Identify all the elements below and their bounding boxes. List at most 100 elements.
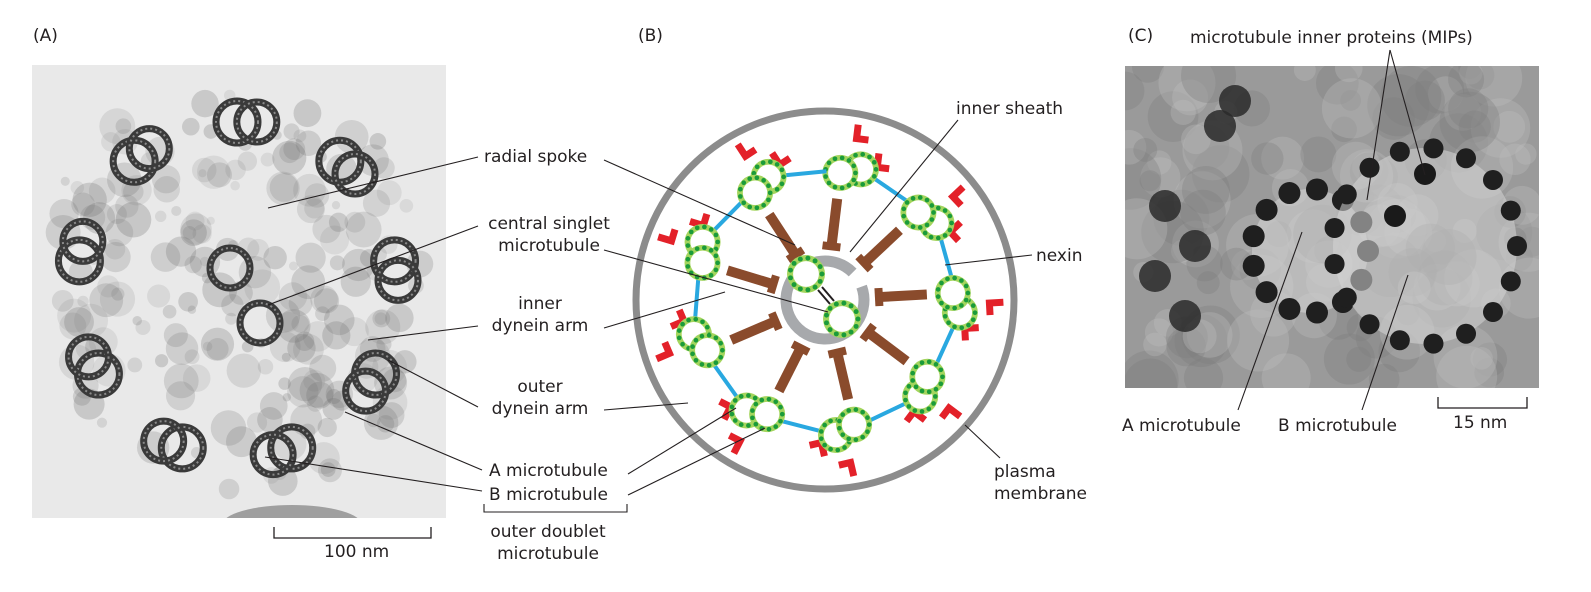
noise-blob <box>1433 324 1498 388</box>
protofilament-dot <box>917 195 923 200</box>
haze-blob <box>99 108 136 145</box>
radial-spoke <box>878 289 928 303</box>
a-microtubule <box>900 194 937 231</box>
protofilament-dot <box>946 320 951 326</box>
noise-blob <box>1196 271 1220 295</box>
protofilament-dot <box>846 158 852 163</box>
c-b-tubule-protofilament <box>1389 141 1410 162</box>
protofilament-dot <box>738 194 743 199</box>
noise-blob <box>1293 66 1316 81</box>
haze-blob <box>326 389 342 405</box>
protofilament-dot <box>729 411 735 417</box>
protofilament-dot <box>832 184 838 190</box>
noise-blob <box>1181 166 1230 214</box>
protofilament-dot <box>853 323 859 329</box>
noise-blob <box>1459 66 1483 85</box>
protofilament-dot <box>942 233 948 238</box>
haze-blob <box>165 332 199 365</box>
protofilament-dot <box>788 275 793 281</box>
protofilament-dot <box>939 300 944 306</box>
protofilament-dot <box>906 384 912 389</box>
noise-blob <box>1499 143 1531 176</box>
protofilament-dot <box>970 303 976 308</box>
protofilament-dot <box>693 316 699 322</box>
haze-blob <box>320 225 350 255</box>
protofilament-dot <box>832 156 838 162</box>
haze-blob <box>226 353 261 388</box>
protofilament-dot <box>867 179 872 185</box>
protofilament-dot <box>848 303 854 309</box>
protofilament-dot <box>913 384 919 390</box>
haze-blob <box>111 287 125 301</box>
c-b-tubule-protofilament <box>1359 314 1380 335</box>
haze-blob <box>106 204 127 225</box>
protofilament-dot <box>747 176 753 182</box>
haze-blob <box>96 417 108 428</box>
haze-blob <box>163 363 199 399</box>
protofilament-dot <box>860 434 865 440</box>
haze-blob <box>342 248 375 282</box>
noise-blob <box>1181 124 1211 155</box>
haze-blob <box>266 171 300 205</box>
haze-blob <box>322 397 345 420</box>
haze-blob <box>206 162 232 188</box>
spoke-head <box>827 346 847 359</box>
background-density <box>1219 85 1251 117</box>
haze-blob <box>307 395 324 412</box>
scale-bar-c <box>1437 397 1528 409</box>
protofilament-dot <box>746 393 751 398</box>
c-b-tubule-protofilament <box>1500 200 1521 221</box>
haze-blob <box>260 152 275 167</box>
protofilament-dot <box>773 399 779 405</box>
protofilament-dot <box>778 404 783 410</box>
protofilament-dot <box>922 230 928 236</box>
protofilament-dot <box>761 178 766 183</box>
protofilament-dot <box>924 197 930 203</box>
protofilament-dot <box>839 185 845 191</box>
haze-blob <box>296 195 325 224</box>
haze-blob <box>385 303 414 333</box>
radial-spoke <box>729 316 778 345</box>
protofilament-dot <box>753 401 759 407</box>
protofilament-dot <box>766 197 771 203</box>
radial-spoke <box>725 265 775 290</box>
haze-blob <box>373 157 395 179</box>
protofilament-dot <box>699 333 705 339</box>
haze-blob <box>334 119 369 154</box>
protofilament-dot <box>819 271 825 277</box>
haze-blob <box>178 291 198 312</box>
noise-blob <box>1183 358 1224 388</box>
protofilament-dot <box>713 360 719 366</box>
haze-blob <box>288 291 313 316</box>
label-plasma-line2: membrane <box>994 484 1088 504</box>
noise-blob <box>1125 71 1145 111</box>
haze-blob <box>77 295 89 308</box>
protofilament-dot <box>761 202 766 208</box>
noise-blob <box>1158 66 1216 112</box>
protofilament-dot <box>901 213 907 219</box>
protofilament-dot <box>732 418 738 423</box>
protofilament-dot <box>846 183 852 188</box>
protofilament-dot <box>738 422 744 427</box>
protofilament-dot <box>715 260 720 266</box>
protofilament-dot <box>760 160 766 166</box>
haze-blob <box>315 306 330 322</box>
c-b-tubule-protofilament <box>1389 330 1410 351</box>
haze-blob <box>123 181 144 203</box>
haze-blob <box>306 381 334 409</box>
c-a-tubule-protofilament <box>1242 254 1265 277</box>
c-a-tubule-protofilament <box>1255 198 1278 221</box>
label-central-singlet: central singlet microtubule <box>474 213 624 257</box>
protofilament-dot <box>952 324 957 330</box>
protofilament-dot <box>833 331 839 337</box>
haze-blob <box>230 180 240 191</box>
protofilament-dot <box>693 337 699 343</box>
protofilament-dot <box>851 177 857 183</box>
tomogram-texture <box>1125 66 1539 388</box>
protofilament-dot <box>759 397 765 403</box>
a-microtubule <box>836 406 873 443</box>
protofilament-dot <box>942 313 948 319</box>
protofilament-dot <box>932 394 938 399</box>
haze-blob <box>278 282 308 311</box>
